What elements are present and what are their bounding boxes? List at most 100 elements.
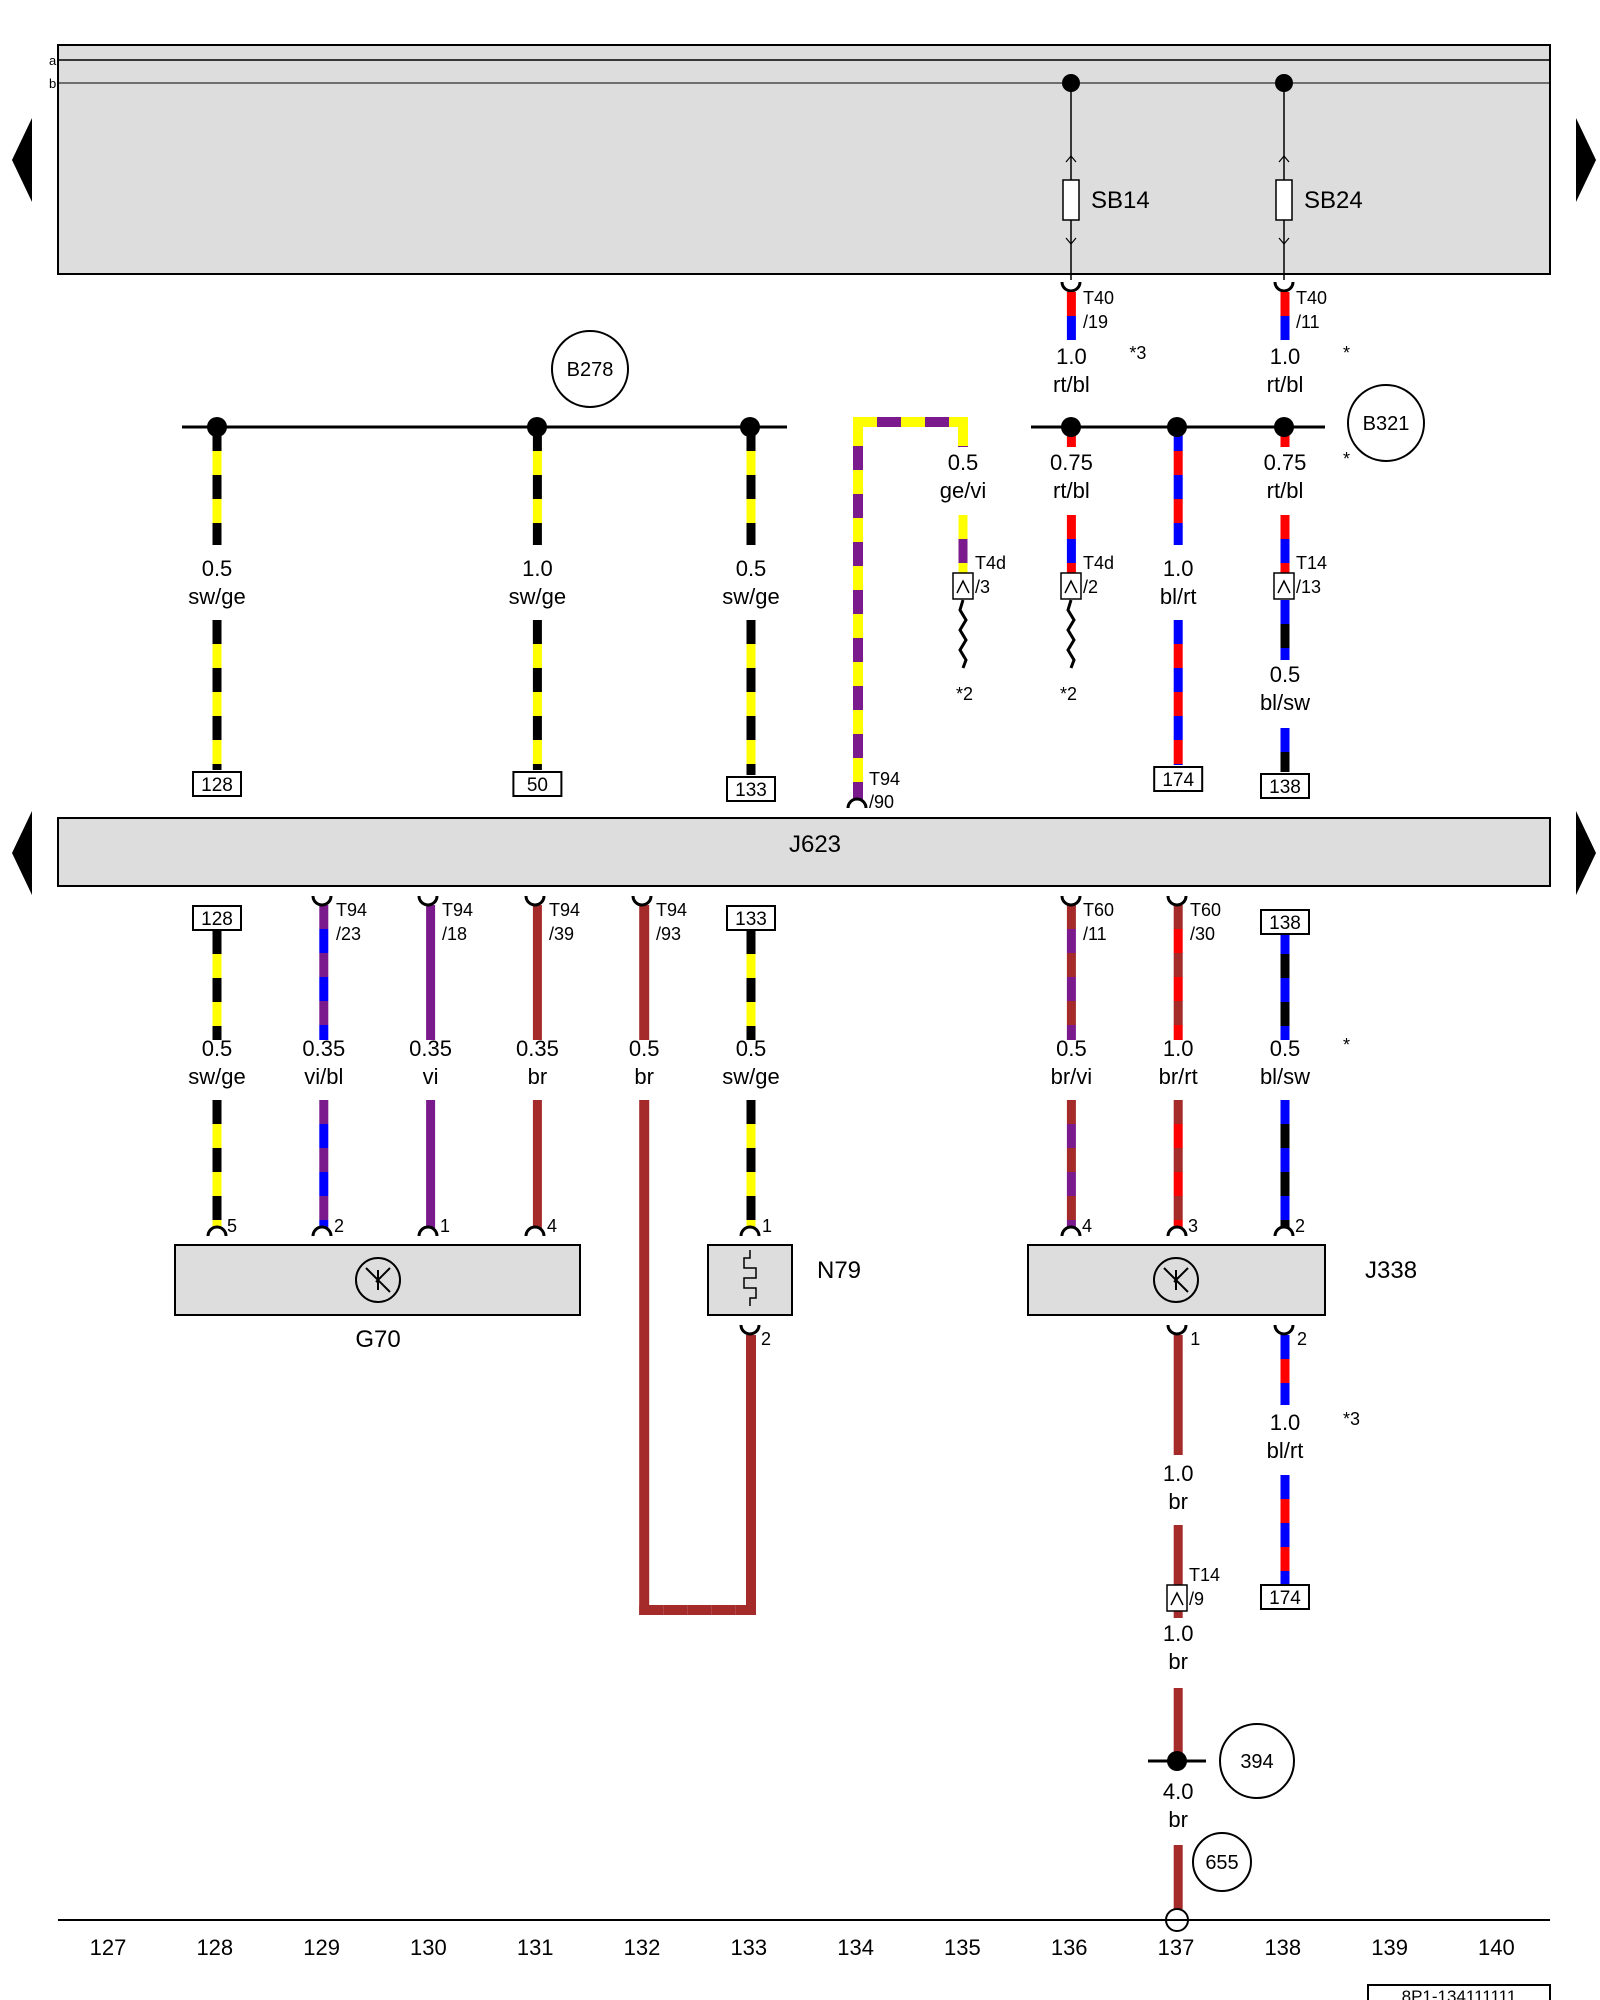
- wire-n79-return: [746, 1359, 756, 1383]
- wire-t14-13-label-size: 0.75: [1264, 450, 1307, 475]
- wire-bottom-131: [532, 1100, 542, 1124]
- svg-text:/2: /2: [1083, 577, 1098, 597]
- page-prev-arrow-top[interactable]: [12, 118, 32, 202]
- svg-text:B278: B278: [567, 359, 614, 381]
- wire-bottom-130: [426, 1172, 436, 1196]
- wire-bottom-128: [212, 1100, 222, 1124]
- wire-bottom-129: [319, 953, 329, 977]
- wire-top-131: [532, 523, 542, 545]
- fuse-sb24: SB24: [1275, 74, 1363, 280]
- wire-top-131: [532, 427, 542, 451]
- wire-bottom-128: [212, 1148, 222, 1172]
- wire-j338-ground: [1173, 1736, 1183, 1760]
- page-prev-arrow-mid[interactable]: [12, 811, 32, 895]
- wire-bottom-129: [319, 929, 329, 953]
- ref-bottom-128[interactable]: 128: [201, 909, 233, 930]
- t94-90-label-a: T94: [869, 769, 900, 789]
- rail-b-label: b: [49, 76, 56, 91]
- ref-bottom-138-box: [1260, 909, 1310, 935]
- column-number-136: 136: [1051, 1935, 1088, 1960]
- ref-top-133[interactable]: 133: [735, 780, 767, 801]
- wire-bottom-132-label-size: 0.5: [629, 1036, 660, 1061]
- wire-j338-ground: [1173, 1383, 1183, 1407]
- wire-bottom-131: [532, 1124, 542, 1148]
- j338-pin2-label: 2: [1297, 1329, 1307, 1349]
- page-next-arrow-mid[interactable]: [1576, 811, 1596, 895]
- wire-t4d-2: [1066, 539, 1076, 563]
- ref-top-131[interactable]: 50: [527, 775, 548, 796]
- wire-t14-13-label-color: rt/bl: [1267, 478, 1304, 503]
- heater-n79-label: N79: [817, 1257, 861, 1284]
- wire-t14-13-upper: [1280, 427, 1290, 447]
- page-next-arrow-top[interactable]: [1576, 118, 1596, 202]
- wire-top-133: [746, 692, 756, 716]
- wire-bottom-137: [1173, 1100, 1183, 1124]
- wire-j338-174: [1280, 1499, 1290, 1523]
- wire-bottom-131-label-color: br: [528, 1064, 548, 1089]
- wire-j338-ground: [1173, 1431, 1183, 1455]
- wire-bottom-136: [1066, 1148, 1076, 1172]
- wire-top-133: [746, 427, 756, 451]
- pin-133-label: 1: [762, 1216, 772, 1236]
- wire-top-128: [212, 692, 222, 716]
- wire-top-133: [746, 451, 756, 475]
- ref-top-128[interactable]: 128: [201, 775, 233, 796]
- ref-bottom-133[interactable]: 133: [735, 909, 767, 930]
- heater-n79: N79: [707, 1244, 861, 1316]
- wire-top-128: [212, 764, 222, 770]
- wire-top-131: [532, 475, 542, 499]
- column-number-128: 128: [196, 1935, 233, 1960]
- wire-t94-90-vertical: [853, 638, 863, 662]
- wire-t4d-2-label-color: rt/bl: [1053, 478, 1090, 503]
- wire-bottom-136: [1066, 1220, 1076, 1228]
- wire-j338-174-label-color: bl/rt: [1267, 1438, 1304, 1463]
- wire-bottom-130-label-color: vi: [423, 1064, 439, 1089]
- wire-bottom-132: [639, 1340, 650, 1364]
- wire-n79-loop: [711, 1605, 736, 1615]
- wire-bottom-129: [319, 1148, 329, 1172]
- wire-top-133: [746, 668, 756, 692]
- wire-j338-174: [1280, 1475, 1290, 1499]
- pin-138-label: 2: [1295, 1216, 1305, 1236]
- connection-point-394: 394: [1219, 1723, 1295, 1799]
- wire-bottom-133-label-size: 0.5: [736, 1036, 767, 1061]
- ref-bottom-174[interactable]: 174: [1269, 1588, 1301, 1609]
- wire-bottom-138: [1280, 1220, 1290, 1228]
- wire-j338-174: [1280, 1359, 1290, 1383]
- wire-bottom-130-label-size: 0.35: [409, 1036, 452, 1061]
- ref-top-137[interactable]: 174: [1162, 770, 1194, 791]
- wire-bottom-133: [746, 930, 756, 954]
- wire-j338-ground: [1173, 1359, 1183, 1383]
- control-unit-j623: [57, 817, 1551, 887]
- wire-sb24-out: [1280, 292, 1290, 316]
- wire-bottom-131: [532, 905, 542, 929]
- wire-t94-90-vertical: [853, 518, 863, 542]
- wire-t94-90-vertical: [853, 566, 863, 590]
- wire-top-137: [1173, 475, 1183, 499]
- wire-bottom-138: [1280, 1148, 1290, 1172]
- wire-top-128-label-size: 0.5: [202, 556, 233, 581]
- wire-bottom-129: [319, 1001, 329, 1025]
- wire-bottom-137: [1173, 1124, 1183, 1148]
- svg-text:T14: T14: [1189, 1565, 1220, 1585]
- control-unit-j623-label: J623: [789, 831, 841, 858]
- wire-top-137: [1173, 620, 1183, 644]
- svg-text:/3: /3: [975, 577, 990, 597]
- wire-bottom-138: [1280, 1002, 1290, 1026]
- wire-top-128: [212, 644, 222, 668]
- wire-bottom-132: [639, 1196, 650, 1220]
- ref-bottom-133-box: [726, 905, 776, 931]
- wire-bottom-131: [532, 953, 542, 977]
- wire-n79-return: [746, 1455, 756, 1479]
- wire-bottom-130: [426, 977, 436, 1001]
- svg-text:/13: /13: [1296, 577, 1321, 597]
- wire-top-133: [746, 716, 756, 740]
- wire-t94-90-vertical: [853, 470, 863, 494]
- document-id: 8P1-134111111: [1402, 1987, 1517, 2000]
- wire-top-137: [1173, 764, 1183, 765]
- wire-bottom-132: [639, 1268, 650, 1292]
- ref-bottom-138[interactable]: 138: [1269, 913, 1301, 934]
- wire-t94-90-vertical: [853, 782, 863, 800]
- ref-top-138[interactable]: 138: [1269, 777, 1301, 798]
- wire-n79-loop: [663, 1605, 688, 1615]
